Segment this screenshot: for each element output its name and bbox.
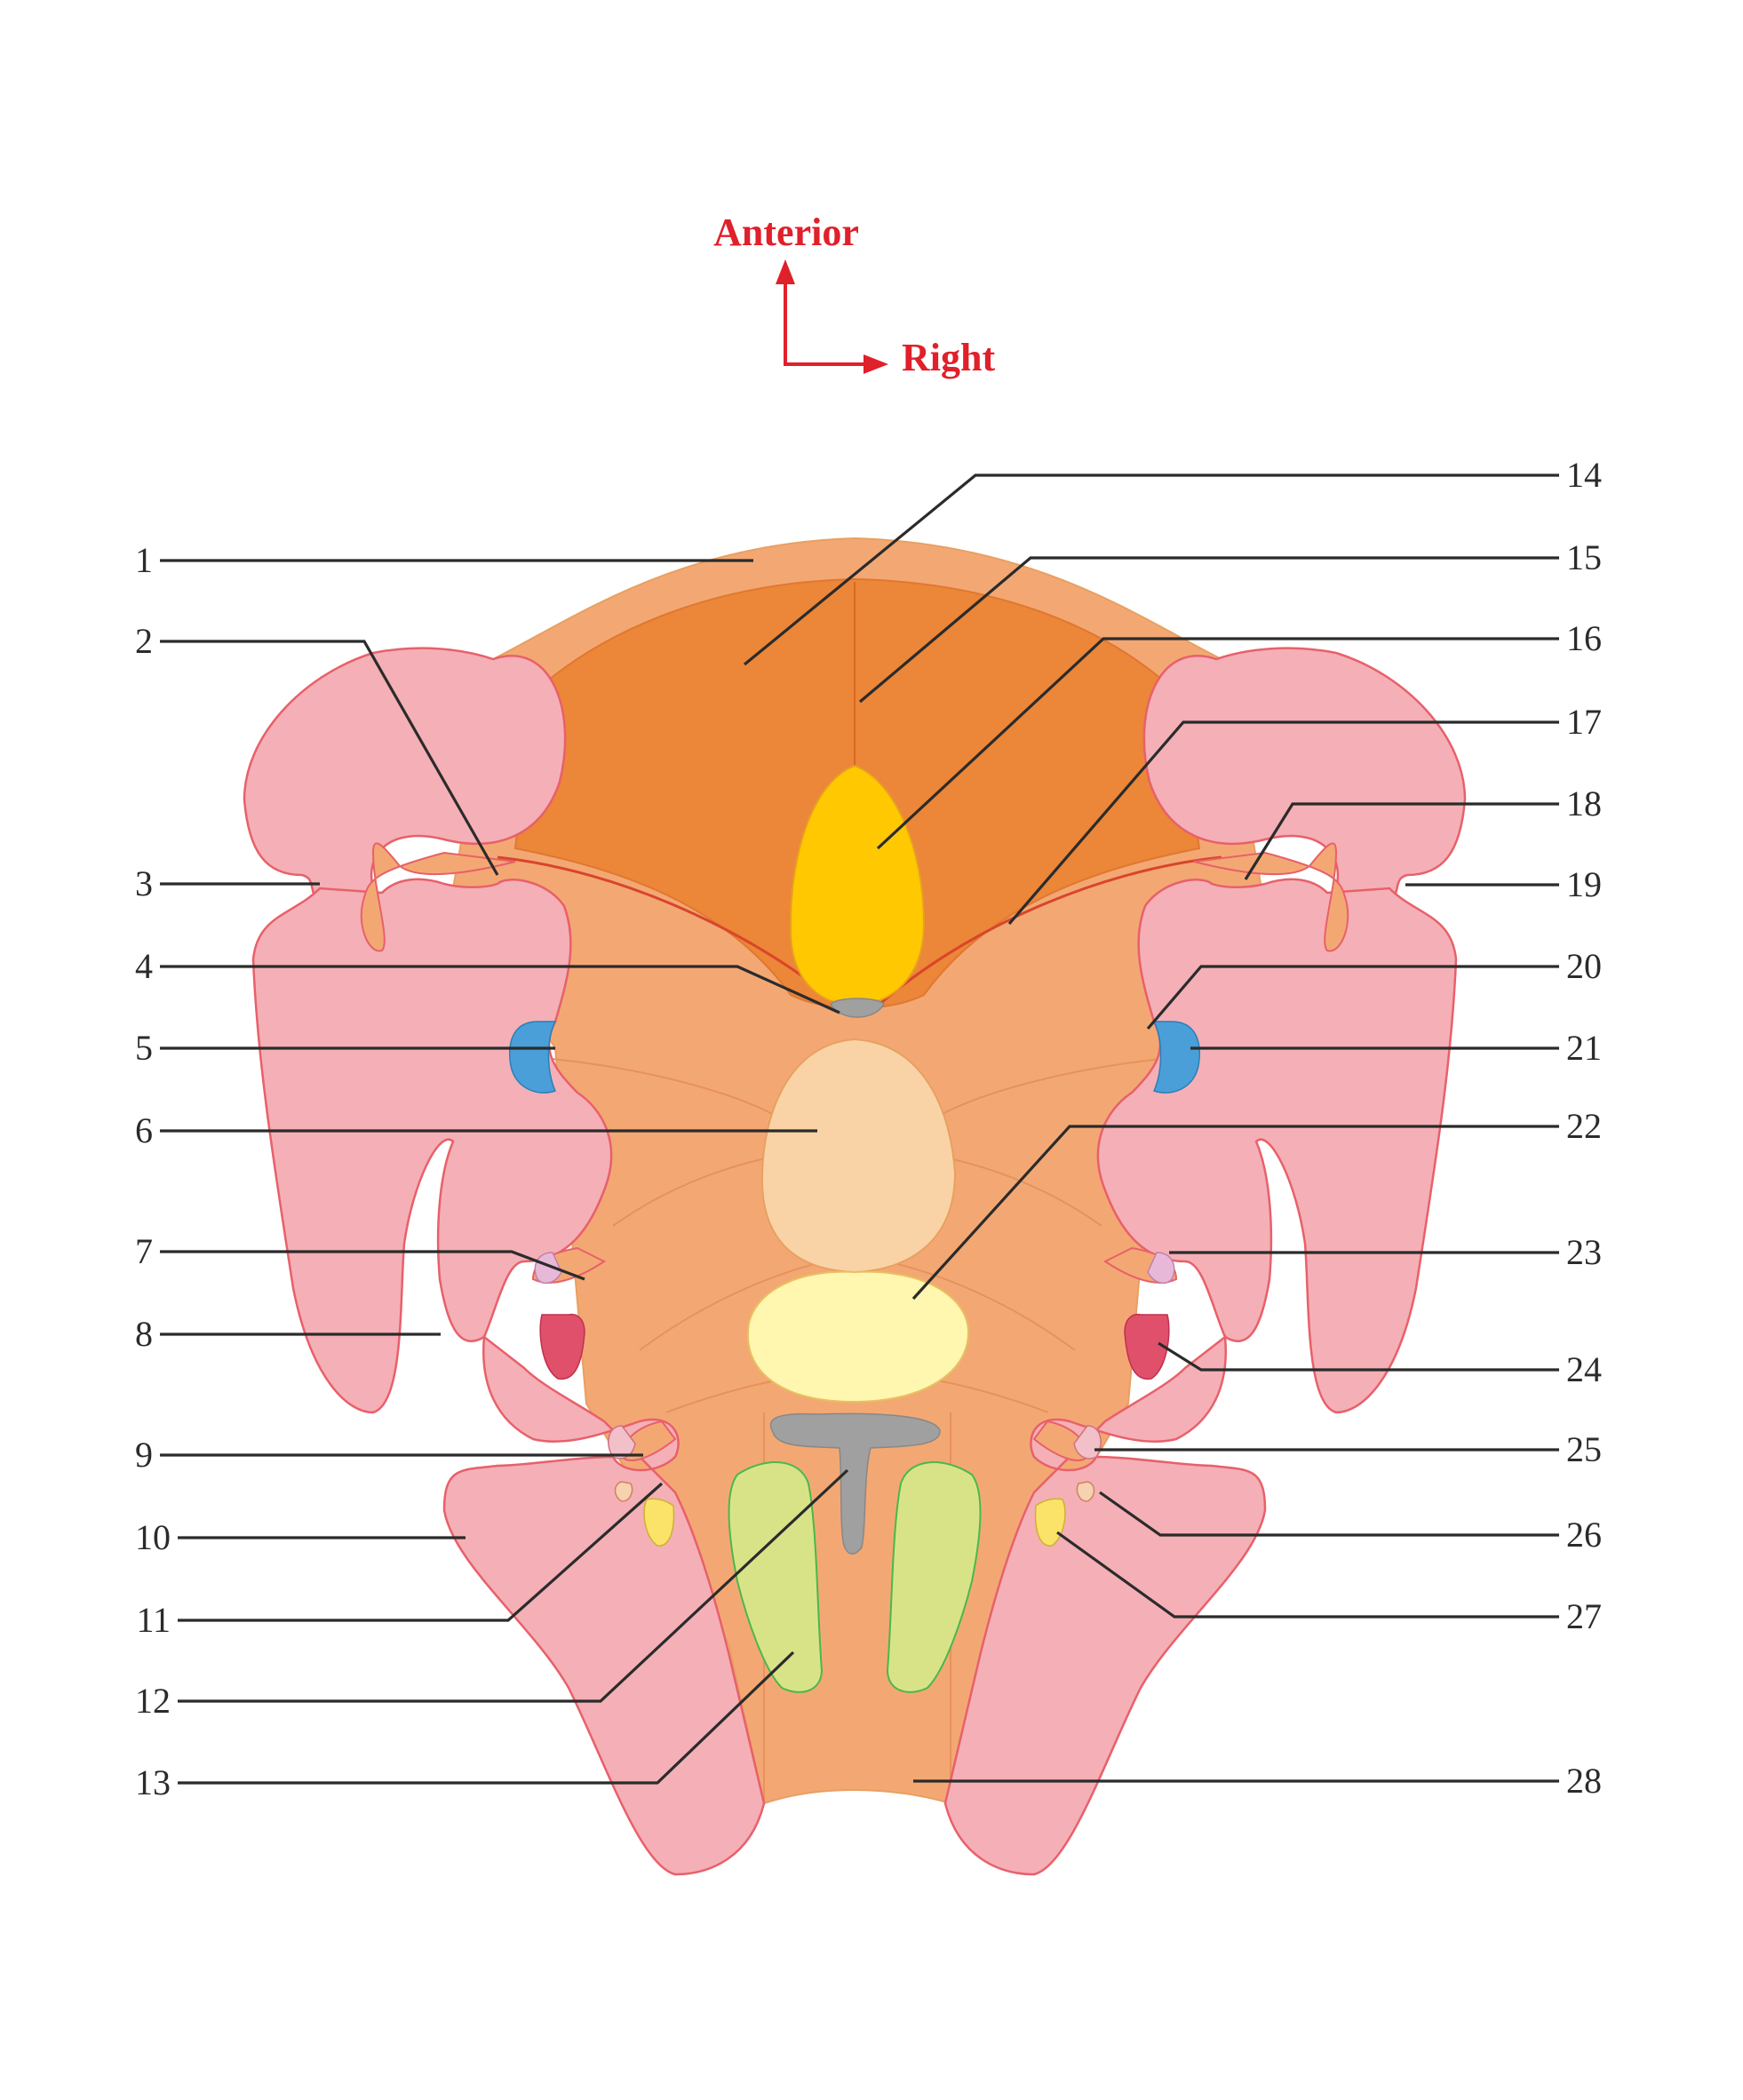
leader-line-17	[1007, 720, 1559, 926]
leader-line-16	[876, 637, 1559, 850]
anterior-arrowhead-icon	[776, 259, 795, 284]
label-11: 11	[136, 1600, 171, 1640]
right-upper-process	[1193, 842, 1349, 952]
label-13: 13	[135, 1762, 171, 1802]
label-26: 26	[1566, 1515, 1602, 1555]
left-pink-lobes	[243, 647, 766, 1876]
label-8: 8	[135, 1314, 153, 1354]
label-27: 27	[1566, 1596, 1602, 1636]
leader-lines	[160, 473, 1559, 1785]
label-23: 23	[1566, 1232, 1602, 1272]
left-middle-lobe	[251, 878, 613, 1414]
right-tract-line	[874, 855, 1222, 1010]
label-21: 21	[1566, 1028, 1602, 1068]
contour-line	[932, 1056, 1182, 1120]
gray-t-structure	[769, 1412, 941, 1555]
right-tiny-nucleus	[1076, 1481, 1095, 1502]
label-25: 25	[1566, 1429, 1602, 1469]
orientation-indicator: Anterior Right	[713, 211, 995, 379]
leader-line-20	[1146, 965, 1559, 1030]
label-14: 14	[1566, 455, 1602, 495]
contour-line	[532, 1056, 783, 1120]
label-7: 7	[135, 1231, 153, 1271]
label-3: 3	[135, 863, 153, 903]
right-number-labels: 14 15 16 17 18 19 20 21 22 23 24 25 26 2…	[1566, 455, 1602, 1801]
leader-line-14	[743, 473, 1559, 666]
leader-line-15	[858, 556, 1559, 704]
pale-yellow-nucleus	[746, 1270, 970, 1404]
label-18: 18	[1566, 784, 1602, 823]
label-6: 6	[135, 1110, 153, 1150]
label-2: 2	[135, 621, 153, 661]
label-9: 9	[135, 1435, 153, 1475]
right-blue-nucleus	[1152, 1021, 1200, 1094]
leader-line-7	[160, 1250, 585, 1281]
leader-line-4	[160, 965, 840, 1014]
anterior-label: Anterior	[713, 211, 859, 254]
leader-line-22	[911, 1125, 1559, 1301]
leader-line-18	[1244, 802, 1559, 880]
label-17: 17	[1566, 702, 1602, 742]
left-number-labels: 1 2 3 4 5 6 7 8 9 10 11 12 13	[135, 540, 171, 1802]
gray-small-nucleus	[830, 998, 885, 1018]
left-yellow-dotted-nucleus	[643, 1498, 675, 1547]
right-green-column	[886, 1461, 982, 1693]
label-4: 4	[135, 946, 153, 986]
label-22: 22	[1566, 1106, 1602, 1146]
left-pink-dotted-nucleus	[608, 1425, 636, 1460]
lateral-small-nuclei	[509, 1021, 1200, 1547]
right-lilac-nucleus	[1147, 1252, 1175, 1285]
label-28: 28	[1566, 1761, 1602, 1801]
label-16: 16	[1566, 618, 1602, 658]
left-lilac-nucleus	[534, 1252, 562, 1285]
leader-line-26	[1099, 1491, 1559, 1537]
leader-line-24	[1158, 1341, 1559, 1372]
leader-line-12	[178, 1468, 849, 1703]
label-24: 24	[1566, 1349, 1602, 1389]
left-tiny-nucleus	[614, 1481, 633, 1502]
right-middle-lobe	[1096, 878, 1458, 1414]
label-12: 12	[135, 1681, 171, 1721]
label-20: 20	[1566, 946, 1602, 986]
right-pink-dotted-nucleus	[1073, 1425, 1102, 1460]
left-red-nucleus	[539, 1313, 585, 1380]
leader-line-11	[178, 1482, 664, 1622]
right-lower-lobe	[943, 1334, 1267, 1876]
right-red-nucleus	[1124, 1313, 1170, 1380]
label-5: 5	[135, 1028, 153, 1068]
right-label: Right	[902, 336, 995, 379]
leader-line-2	[160, 640, 499, 876]
right-arrowhead-icon	[864, 354, 888, 374]
leader-line-13	[178, 1651, 795, 1785]
label-1: 1	[135, 540, 153, 580]
left-upper-process	[360, 842, 516, 952]
left-blue-nucleus	[509, 1021, 557, 1094]
central-nuclei	[728, 764, 982, 1693]
label-10: 10	[135, 1517, 171, 1557]
label-15: 15	[1566, 537, 1602, 577]
left-lower-lobe	[442, 1334, 766, 1876]
left-green-column	[728, 1461, 824, 1693]
label-19: 19	[1566, 864, 1602, 904]
leader-line-27	[1056, 1531, 1559, 1619]
